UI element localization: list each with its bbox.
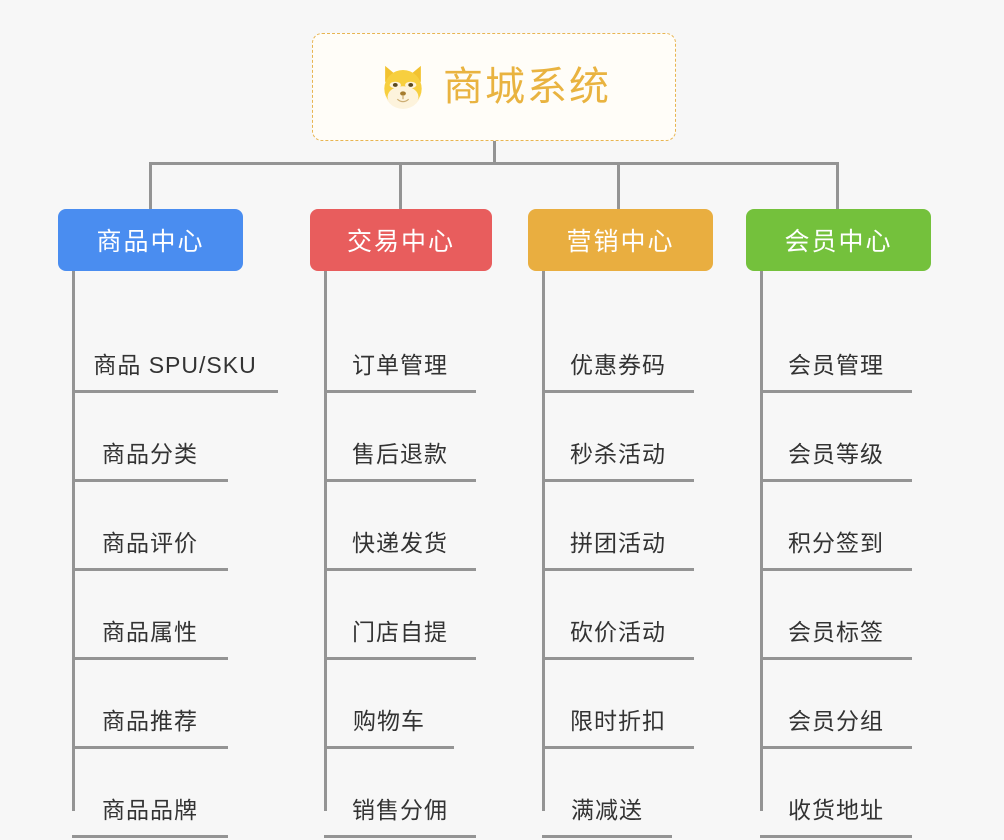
leaf-label: 商品品牌: [102, 797, 198, 824]
leaf-label: 商品 SPU/SKU: [93, 352, 257, 379]
root-node-card[interactable]: 商城系统: [312, 33, 676, 141]
leaf-item[interactable]: 会员标签: [760, 574, 912, 660]
branch-spine: [72, 271, 75, 811]
category-label: 营销中心: [566, 228, 675, 256]
leaf-label: 拼团活动: [570, 530, 666, 557]
leaf-label: 会员标签: [788, 619, 884, 646]
category-header-product-center[interactable]: 商品中心: [58, 209, 243, 271]
leaf-item[interactable]: 商品 SPU/SKU: [72, 307, 278, 393]
category-header-marketing-center[interactable]: 营销中心: [528, 209, 713, 271]
leaf-label: 商品属性: [102, 619, 198, 646]
category-label: 会员中心: [784, 228, 893, 256]
leaf-item[interactable]: 售后退款: [324, 396, 476, 482]
leaf-item[interactable]: 门店自提: [324, 574, 476, 660]
category-label: 商品中心: [96, 228, 205, 256]
leaf-item[interactable]: 销售分佣: [324, 752, 476, 838]
leaf-item[interactable]: 快递发货: [324, 485, 476, 571]
connector-drop-1: [149, 162, 152, 210]
leaf-item[interactable]: 会员管理: [760, 307, 912, 393]
branch-spine: [542, 271, 545, 811]
leaf-item[interactable]: 积分签到: [760, 485, 912, 571]
leaf-label: 售后退款: [352, 441, 448, 468]
leaf-item[interactable]: 商品评价: [72, 485, 228, 571]
leaf-label: 快递发货: [352, 530, 448, 557]
branch-spine: [324, 271, 327, 811]
leaf-label: 收货地址: [788, 797, 884, 824]
leaf-item[interactable]: 优惠券码: [542, 307, 694, 393]
shiba-dog-icon: [384, 65, 422, 109]
category-label: 交易中心: [346, 228, 455, 256]
leaf-item[interactable]: 商品推荐: [72, 663, 228, 749]
connector-bus: [149, 162, 839, 165]
leaf-item[interactable]: 会员等级: [760, 396, 912, 482]
leaf-label: 会员等级: [788, 441, 884, 468]
leaf-item[interactable]: 拼团活动: [542, 485, 694, 571]
leaf-item[interactable]: 商品分类: [72, 396, 228, 482]
leaf-label: 优惠券码: [570, 352, 666, 379]
root-title: 商城系统: [443, 65, 611, 109]
connector-root-stem: [493, 141, 496, 165]
leaf-label: 门店自提: [352, 619, 448, 646]
leaf-label: 秒杀活动: [570, 441, 666, 468]
leaf-item[interactable]: 商品品牌: [72, 752, 228, 838]
leaf-label: 商品分类: [102, 441, 198, 468]
leaf-item[interactable]: 收货地址: [760, 752, 912, 838]
leaf-label: 销售分佣: [352, 797, 448, 824]
branch-spine: [760, 271, 763, 811]
leaf-label: 砍价活动: [570, 619, 666, 646]
leaf-label: 会员分组: [788, 708, 884, 735]
leaf-item[interactable]: 订单管理: [324, 307, 476, 393]
leaf-label: 会员管理: [788, 352, 884, 379]
leaf-item[interactable]: 砍价活动: [542, 574, 694, 660]
connector-drop-3: [617, 162, 620, 210]
leaf-label: 商品推荐: [102, 708, 198, 735]
connector-drop-2: [399, 162, 402, 210]
leaf-label: 满减送: [571, 797, 643, 824]
category-header-member-center[interactable]: 会员中心: [746, 209, 931, 271]
leaf-label: 商品评价: [102, 530, 198, 557]
leaf-label: 限时折扣: [570, 708, 666, 735]
leaf-item[interactable]: 商品属性: [72, 574, 228, 660]
leaf-item[interactable]: 秒杀活动: [542, 396, 694, 482]
category-header-trade-center[interactable]: 交易中心: [310, 209, 492, 271]
leaf-item[interactable]: 限时折扣: [542, 663, 694, 749]
leaf-label: 积分签到: [788, 530, 884, 557]
leaf-item[interactable]: 会员分组: [760, 663, 912, 749]
leaf-label: 订单管理: [352, 352, 448, 379]
connector-drop-4: [836, 162, 839, 210]
leaf-item[interactable]: 满减送: [542, 752, 672, 838]
leaf-label: 购物车: [353, 708, 425, 735]
leaf-item[interactable]: 购物车: [324, 663, 454, 749]
